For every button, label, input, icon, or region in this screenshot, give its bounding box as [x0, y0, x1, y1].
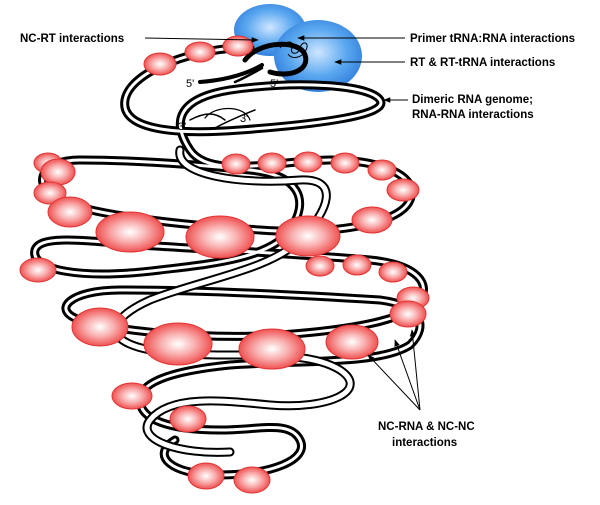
nc-proteins	[19, 35, 430, 494]
label-ncrna-2: interactions	[392, 437, 457, 449]
arrow-nc-rt	[144, 37, 259, 43]
primer-trna	[279, 41, 308, 58]
nc-bead	[305, 255, 335, 277]
nc-bead	[275, 215, 341, 257]
label-dimer-2: RNA-RNA interactions	[412, 109, 534, 121]
nc-bead	[389, 300, 427, 328]
nc-bead	[233, 466, 271, 494]
nc-bead	[330, 152, 360, 174]
label-nc-rt: NC-RT interactions	[20, 33, 124, 45]
nc-bead	[187, 462, 225, 490]
nc-bead	[143, 322, 213, 366]
nc-bead	[143, 52, 177, 76]
nc-bead	[342, 254, 372, 276]
nc-bead	[47, 196, 93, 228]
rna-3prime-loop	[204, 107, 251, 121]
three-prime-label-b: 3'	[240, 113, 248, 125]
rna-5prime-end-b	[233, 66, 264, 84]
nc-bead	[222, 35, 254, 57]
five-prime-label-a: 5'	[186, 78, 194, 90]
label-primer: Primer tRNA:RNA interactions	[410, 33, 575, 45]
nc-bead	[378, 261, 408, 283]
nc-bead	[185, 215, 255, 259]
label-ncrna-1: NC-RNA & NC-NC	[378, 421, 475, 433]
nc-bead	[325, 324, 379, 360]
nc-bead	[184, 41, 216, 63]
rna-5prime-end-a	[198, 63, 264, 84]
five-prime-label-b: 5'	[270, 78, 278, 90]
nc-bead	[221, 153, 251, 175]
nc-bead	[71, 307, 129, 347]
nc-bead	[257, 152, 287, 174]
arrow-ncrna-a	[367, 354, 421, 411]
nc-bead	[238, 328, 306, 370]
three-prime-label-a: 3'	[178, 121, 186, 133]
nc-bead	[386, 178, 420, 202]
nc-bead	[19, 257, 57, 283]
nc-bead	[169, 405, 207, 433]
rna-3prime-end-b	[214, 109, 256, 129]
nc-bead	[293, 151, 323, 173]
nc-bead	[367, 159, 397, 181]
nc-bead	[351, 206, 393, 234]
nc-bead	[95, 211, 165, 253]
rna-top-hairpin	[242, 41, 309, 77]
label-dimer-1: Dimeric RNA genome;	[412, 94, 533, 106]
nc-bead	[33, 181, 67, 205]
nc-bead	[40, 158, 76, 186]
label-rt: RT & RT-tRNA interactions	[410, 57, 555, 69]
callout-arrows	[144, 35, 421, 411]
arrow-ncrna-c	[409, 329, 421, 411]
arrow-ncrna-b	[394, 339, 421, 411]
nc-bead	[111, 382, 153, 410]
